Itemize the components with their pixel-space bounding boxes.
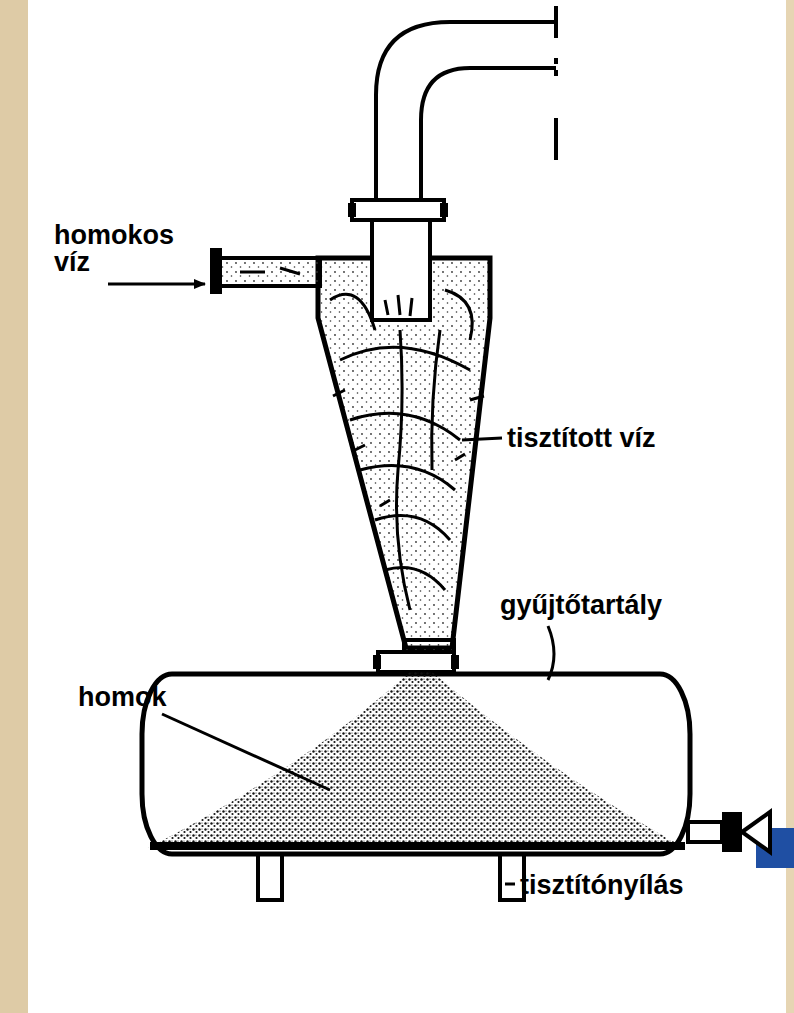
inlet-label: homokos víz xyxy=(54,222,184,276)
sand-label: homok xyxy=(78,684,167,711)
tank-label: gyűjtőtartály xyxy=(500,592,662,619)
drain-label: tisztítónyílás xyxy=(520,872,684,899)
outlet-label: tisztított víz xyxy=(507,425,656,452)
